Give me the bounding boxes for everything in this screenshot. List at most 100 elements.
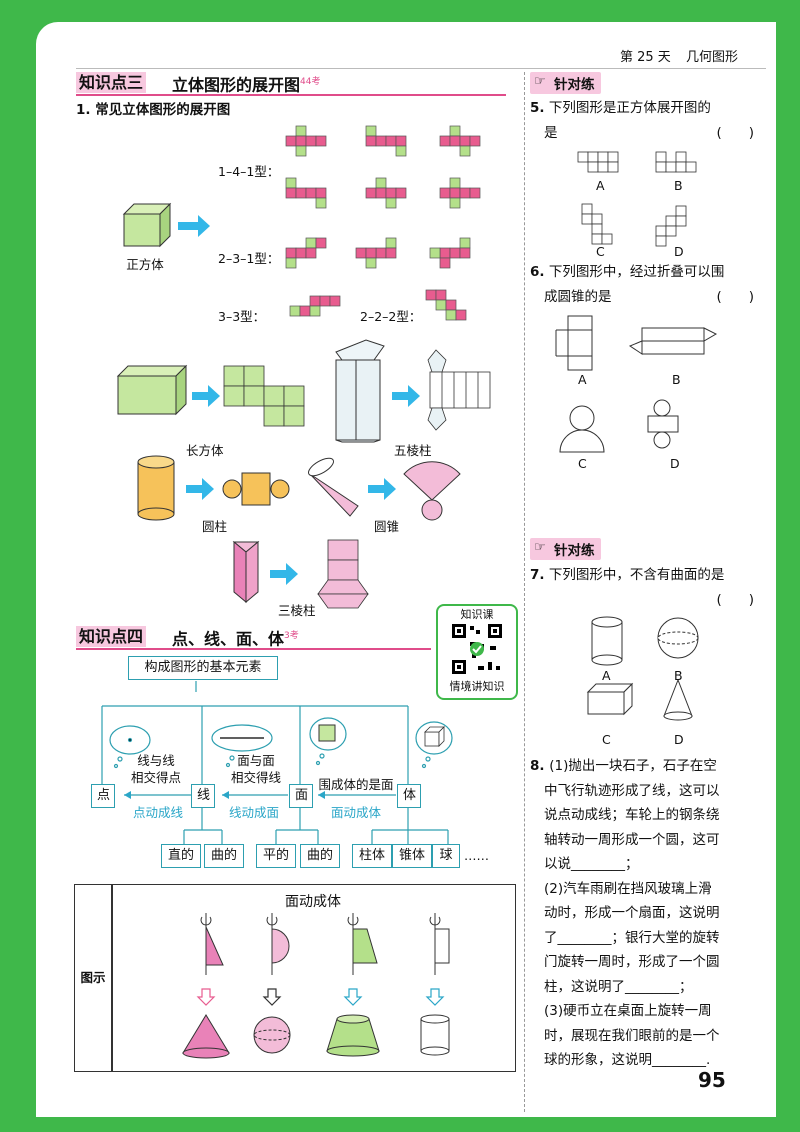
table-divider [111,885,113,1071]
q7-line2: ( ) [530,588,760,613]
q8-line: 了________；银行大堂的旋转 [544,929,720,946]
q6-paren: ( ) [716,289,754,305]
q8-line: 说点动成线；车轮上的钢条绕 [544,807,720,823]
net-cell [365,257,377,269]
net-cell [385,197,397,209]
q7-figures [586,616,699,721]
section1-title: 1. 常见立体图形的展开图 [76,102,231,118]
page-number: 95 [698,1068,726,1092]
rel2-a: 面与面 [237,753,275,768]
node-surface: 面 [289,784,313,808]
net-cell [449,197,461,209]
q6-opt-d[interactable]: D [670,456,680,471]
q6-line2: 成圆锥的是( ) [530,285,760,310]
cuboid-net [223,365,305,427]
practice2-tag: ☞针对练 [530,538,601,560]
q7-opt-a[interactable]: A [602,668,611,683]
cube-drawing [122,202,172,248]
q7: 7. 下列图形中，不含有曲面的是 ( ) [530,563,760,613]
leaf-curved-line: 曲的 [204,844,244,868]
q8-line: 轴转动一周形成一个圆，这可 [544,831,720,848]
q6-opt-b[interactable]: B [672,372,681,387]
net-cell [439,257,451,269]
kp3-underline [76,94,506,96]
q7-line1: 7. 下列图形中，不含有曲面的是 [530,567,725,583]
qr-code-icon [450,622,504,676]
net-cell [469,187,481,199]
leaf-sphere: 球 [432,844,460,868]
q5-line2: 是( ) [530,121,760,146]
net-cell [285,257,297,269]
arrow-cone [368,478,396,500]
rel3: 围成体的是面 [318,777,394,792]
nets-figure [122,202,210,248]
leaf-pyramid: 锥体 [392,844,432,868]
net-cell [455,309,467,321]
motion-3: 面动成体 [330,805,381,820]
net-cell [385,247,397,259]
q5-paren: ( ) [716,125,754,141]
arrow-pentaprism [392,385,420,407]
q8-line: 球的形象，这说明________. [544,1052,711,1068]
header-day: 第 25 天 [620,50,671,65]
net-cell [459,145,471,157]
net-cell [395,145,407,157]
q5-opt-a[interactable]: A [596,178,605,193]
arrow-cuboid [192,385,220,407]
triprism-label: 三棱柱 [278,603,316,618]
qr-bottom: 情境讲知识 [449,680,505,693]
rel1-b: 相交得点 [130,770,181,785]
table-title: 面动成体 [285,894,341,910]
kp4-label: 知识点四 [76,626,147,647]
kp3-sup: 44考 [300,77,321,87]
q5-opt-b[interactable]: B [674,178,683,193]
cylinder-label: 圆柱 [202,519,228,534]
leaf-flat: 平的 [256,844,296,868]
tree-root: 构成图形的基本元素 [128,656,278,680]
cylinder-drawing [137,455,175,521]
q6-opt-c[interactable]: C [578,456,587,471]
cone-label: 圆锥 [374,519,400,534]
rel1-a: 线与线 [137,753,175,768]
q7-opt-d[interactable]: D [674,732,684,747]
qr-top: 知识课 [460,608,494,621]
arrow-triprism [270,563,298,585]
q5-opt-c[interactable]: C [596,244,605,259]
q7-opt-b[interactable]: B [674,668,683,683]
q8-line: 门旋转一周时，形成了一个圆 [544,954,720,970]
node-solid: 体 [397,784,421,808]
leaf-prism: 柱体 [352,844,392,868]
q8-line: (3)硬币立在桌面上旋转一周 [544,1003,712,1019]
arrow-cylinder [186,478,214,500]
q6-line1: 6. 下列图形中，经过折叠可以围 [530,264,725,280]
q6: 6. 下列图形中，经过折叠可以围 成圆锥的是( ) [530,260,760,310]
cuboid-drawing [116,364,188,416]
arrow-cube [178,215,210,237]
pentaprism-drawing [335,339,385,443]
leaf-straight: 直的 [161,844,201,868]
cube-nets [285,125,481,321]
triprism-drawing [232,540,260,604]
header-topic: 几何图形 [686,50,739,65]
pointing-hand-icon: ☞ [534,74,546,89]
leaf-etc: …… [464,848,489,863]
pentaprism-label: 五棱柱 [394,443,432,458]
q5-figures [577,151,697,247]
q5-opt-d[interactable]: D [674,244,684,259]
q7-opt-c[interactable]: C [602,732,611,747]
q6-opt-a[interactable]: A [578,372,587,387]
table-head: 图示 [80,970,106,985]
node-line: 线 [191,784,215,808]
motion-2: 线动成面 [228,805,279,820]
net-cell [305,247,317,259]
q8-line: 8. (1)抛出一块石子，石子在空 [530,758,717,774]
column-divider [524,72,526,1112]
cylinder-net [222,472,290,506]
type-141: 1–4–1型： [218,164,280,179]
net-cell [395,187,407,199]
qr-box[interactable]: 知识课 情境讲知识 [436,604,518,700]
rel2-b: 相交得线 [230,770,281,785]
q5-line1: 5. 下列图形是正方体展开图的 [530,100,711,116]
rotation-figures [182,913,450,1059]
q8-line: (2)汽车雨刷在挡风玻璃上滑 [544,880,712,897]
